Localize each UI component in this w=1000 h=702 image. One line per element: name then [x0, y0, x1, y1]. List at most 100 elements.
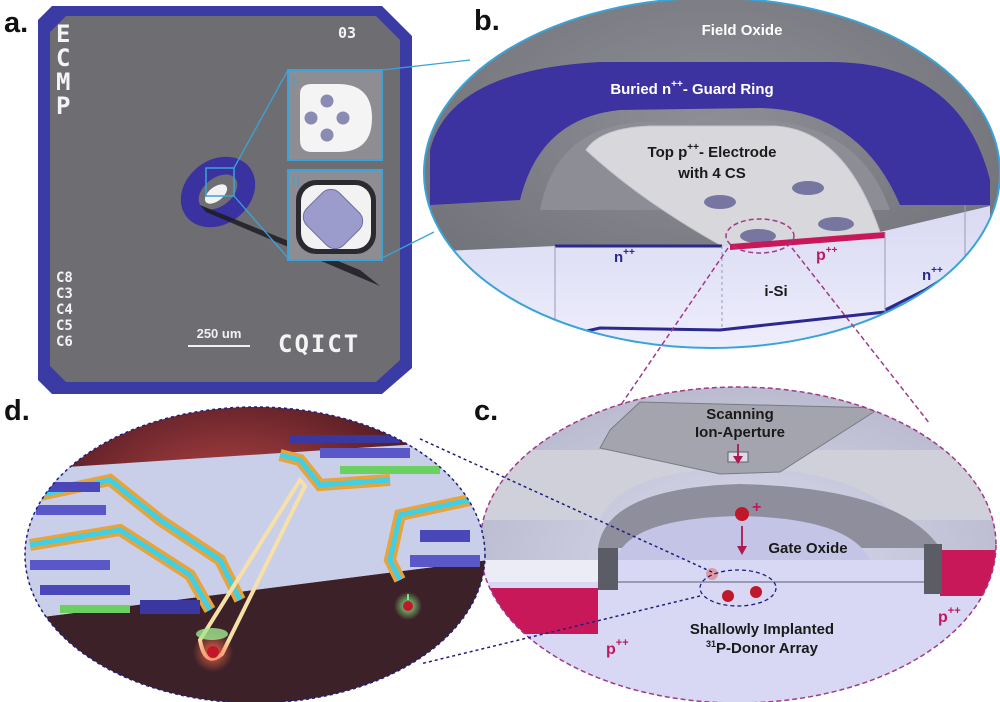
label-electrode: Top p++- Electrode [648, 142, 777, 161]
connector-b-c [611, 247, 729, 419]
pad-block [140, 600, 200, 614]
zoom-line [233, 195, 289, 259]
inset-i-electrode [300, 84, 372, 152]
label-guard-ring: Buried n++- Guard Ring [610, 79, 773, 98]
gate-oxide-surface [616, 516, 870, 560]
label-p-left: p++ [606, 637, 629, 658]
panel-c: c. + [417, 386, 997, 702]
p-doping-left [480, 588, 598, 634]
pad-block [420, 530, 470, 542]
pad-block [410, 555, 480, 567]
zoom-line [233, 69, 289, 169]
oxide-step [480, 548, 616, 582]
ion-charge: + [752, 499, 761, 516]
chip-logo-letter-p: P [56, 92, 70, 120]
inset-ii-contact-site [302, 188, 364, 250]
contact-site [740, 229, 776, 243]
phosphorus-ion [735, 507, 749, 521]
chip-id: 03 [338, 24, 356, 42]
crater-edge [924, 544, 942, 594]
chip-side-label: C4 [56, 302, 73, 318]
pad-block [30, 560, 110, 570]
inset-i: I [287, 69, 383, 161]
zoom-box [205, 167, 235, 197]
label-donor-array-1: Shallowly Implanted [690, 621, 834, 638]
label-p: p++ [816, 245, 838, 264]
ion-path-arrowhead [733, 456, 743, 464]
connector-a-b [381, 59, 471, 71]
panel-a: a. E C M P 03 C8 C3 C4 C5 C6 250 um CQIC… [4, 6, 471, 394]
contact-site [792, 181, 824, 195]
crater-edge [598, 548, 618, 590]
pad-block [36, 505, 106, 515]
contact-site [320, 128, 334, 142]
pad-block [40, 482, 100, 492]
chip-logo-letter-c: C [56, 44, 70, 72]
contact-site [704, 195, 736, 209]
donor-array-marker [699, 569, 777, 607]
gate-electrodes-right [278, 435, 480, 583]
connector-a-b [381, 231, 435, 259]
label-aperture-1: Scanning [706, 406, 774, 423]
substrate-edge [25, 560, 485, 702]
chip-logo-letter-e: E [56, 20, 70, 48]
electrode-surface [480, 450, 996, 520]
panel-label-a: a. [4, 7, 28, 39]
label-donor-array-2: 31P-Donor Array [706, 639, 819, 657]
gate-lead-core [29, 527, 213, 612]
silicon-substrate [424, 206, 990, 348]
donor-atom [750, 586, 762, 598]
label-n-right: n++ [922, 265, 943, 284]
panel-label-b: b. [474, 5, 500, 37]
chip-logo-ecmp: E C M P [56, 20, 70, 120]
donor-spin [403, 601, 413, 611]
inset-ii-label: II [292, 173, 300, 189]
donor-atom [207, 646, 219, 658]
label-field-oxide: Field Oxide [702, 22, 783, 39]
contact-site [304, 111, 318, 125]
label-p-right: p++ [938, 605, 961, 626]
donor-atom [722, 590, 734, 602]
ion-path-arrowhead [737, 546, 747, 555]
connector-b-c [791, 247, 931, 425]
pad-block [60, 605, 130, 613]
pad-block [340, 466, 440, 474]
panel-b: b. [423, 0, 1000, 425]
inset-ii: II [287, 169, 383, 261]
chip-logo-letter-m: M [56, 68, 70, 96]
contact-site [320, 94, 334, 108]
donor-glow [196, 628, 228, 640]
panel-c-outline [479, 386, 997, 702]
zoom-marker [725, 218, 795, 254]
connector-c-d [419, 595, 701, 665]
top-electrode [585, 125, 881, 247]
scanning-aperture-plate [599, 401, 882, 475]
pad-block [320, 448, 410, 458]
p-doping-strip [730, 232, 885, 250]
label-gate-oxide: Gate Oxide [768, 540, 847, 557]
inset-i-label: I [292, 73, 296, 89]
buried-guard-ring [430, 62, 990, 205]
panel-d-outline [24, 406, 486, 702]
chip-logo-cqict: CQICT [278, 330, 360, 358]
panel-b-outline [423, 0, 1000, 349]
chip-side-label: C3 [56, 286, 73, 302]
gate-lead-core [387, 497, 471, 582]
label-aperture-2: Ion-Aperture [695, 424, 785, 441]
gate-lead-core [279, 452, 391, 488]
chip-side-label: C5 [56, 318, 73, 334]
panel-label-c: c. [474, 395, 498, 427]
label-n-left: n++ [614, 247, 635, 266]
donor-atom [706, 568, 718, 580]
contact-site [818, 217, 854, 231]
pad-block [290, 435, 400, 443]
p-doping-right [940, 550, 996, 596]
scalebar-label: 250 um [197, 326, 242, 341]
chip-side-label: C8 [56, 270, 73, 286]
chip-side-label: C6 [56, 334, 73, 350]
pad-block [40, 585, 130, 595]
panel-d: d. [4, 395, 486, 702]
label-electrode-cs: with 4 CS [677, 165, 746, 182]
